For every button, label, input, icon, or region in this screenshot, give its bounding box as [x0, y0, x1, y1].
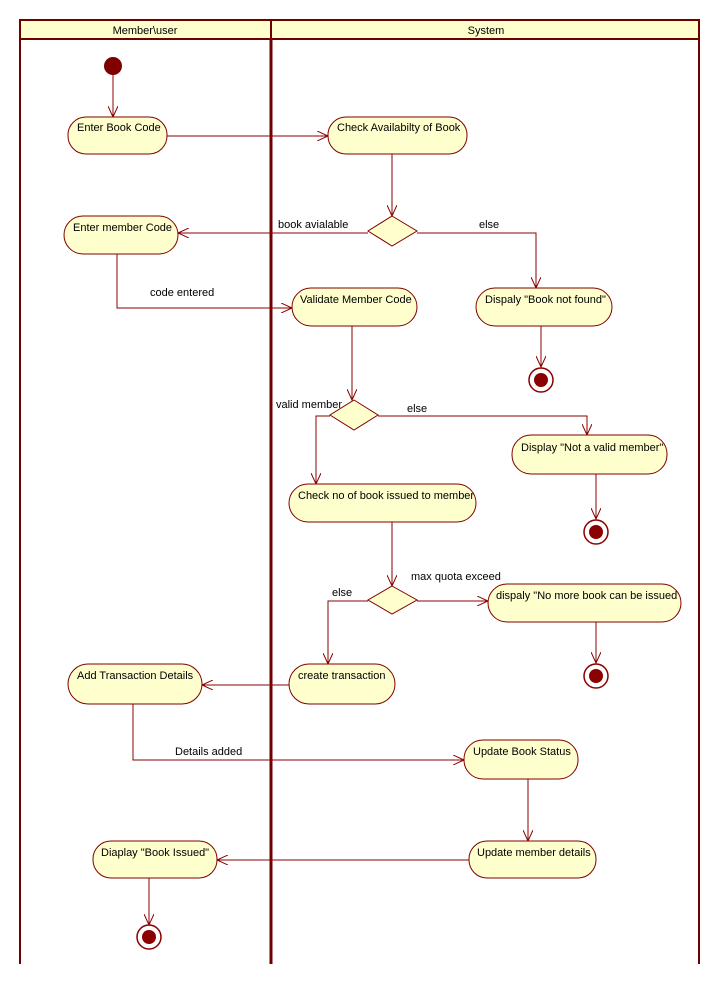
action-label: Check Availabilty of Book	[337, 122, 461, 134]
action-label: Diaplay "Book Issued"	[101, 847, 209, 859]
action-label: Validate Member Code	[300, 294, 412, 306]
final-node	[528, 367, 554, 393]
edge-label-code-entered: code entered	[150, 287, 214, 299]
guard-else: else	[479, 219, 499, 231]
decision-valid-member	[329, 399, 379, 431]
decision-book-available	[367, 215, 418, 247]
edge-decision-3-to-create	[328, 600, 368, 664]
guard-max-quota-exceed: max quota exceed	[411, 571, 501, 583]
guard-else: else	[332, 587, 352, 599]
initial-node	[104, 57, 122, 75]
action-label: dispaly "No more book can be issued	[496, 590, 677, 602]
action-create-transaction: create transaction	[288, 663, 396, 705]
action-label: create transaction	[298, 670, 385, 682]
final-node	[136, 924, 162, 950]
action-label: Update Book Status	[473, 746, 571, 758]
action-display-book-issued: Diaplay "Book Issued"	[92, 840, 218, 879]
edge-decision-1-to-not-found	[417, 232, 536, 288]
final-node	[583, 663, 609, 689]
edges	[113, 75, 596, 925]
edge-add-details-to-update-status	[132, 704, 464, 760]
edge-member-code-to-validate	[116, 254, 292, 308]
edge-label-details-added: Details added	[175, 746, 242, 758]
action-validate-member-code: Validate Member Code	[291, 287, 418, 327]
action-add-transaction-details: Add Transaction Details	[67, 663, 203, 705]
action-update-member-details: Update member details	[468, 840, 597, 879]
decision-max-quota	[367, 585, 419, 615]
lane-header-system	[270, 19, 700, 40]
guard-valid-member: valid member	[276, 399, 342, 411]
action-label: Update member details	[477, 847, 591, 859]
swimlanes: Member\user System	[19, 19, 700, 964]
action-enter-member-code: Enter member Code	[63, 215, 179, 255]
lane-title-system: System	[468, 25, 505, 37]
action-display-book-not-found: Dispaly "Book not found"	[475, 287, 613, 327]
action-label: Enter Book Code	[77, 122, 161, 134]
action-display-not-valid-member: Display "Not a valid member"	[511, 434, 668, 475]
guard-else: else	[407, 403, 427, 415]
action-label: Add Transaction Details	[77, 670, 194, 682]
action-label: Dispaly "Book not found"	[485, 294, 606, 306]
guard-book-available: book avialable	[278, 219, 348, 231]
final-node	[583, 519, 609, 545]
action-label: Check no of book issued to member	[298, 490, 474, 502]
lane-title-member: Member\user	[113, 25, 178, 37]
action-label: Display "Not a valid member"	[521, 442, 663, 454]
action-display-no-more-books: dispaly "No more book can be issued	[487, 583, 682, 623]
action-update-book-status: Update Book Status	[463, 739, 579, 780]
action-label: Enter member Code	[73, 222, 172, 234]
action-check-books-issued: Check no of book issued to member	[288, 483, 477, 523]
action-enter-book-code: Enter Book Code	[67, 116, 168, 155]
edge-decision-2-to-check-issued	[316, 415, 330, 484]
action-check-availability: Check Availabilty of Book	[327, 116, 468, 155]
edge-decision-2-to-not-valid	[378, 415, 587, 435]
